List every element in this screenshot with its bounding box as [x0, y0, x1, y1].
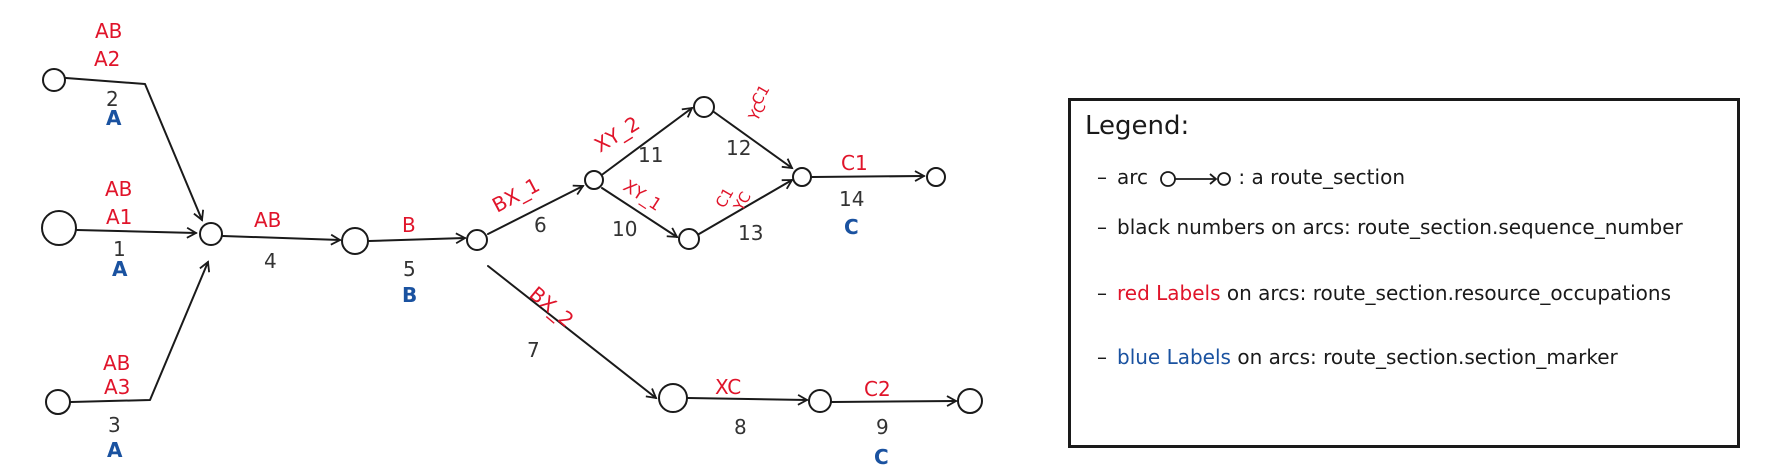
legend-black-text: black numbers on arcs: route_section.seq…	[1117, 215, 1683, 239]
arc-14	[811, 170, 926, 182]
arc-1	[76, 226, 198, 239]
arc-2-marker: A	[106, 106, 122, 130]
arc-1-occupation-2: A1	[106, 205, 132, 229]
graph-node	[41, 210, 77, 246]
arc-8-occupation: XC	[715, 375, 741, 399]
legend-arc-suffix: : a route_section	[1238, 165, 1405, 189]
graph-node	[45, 389, 71, 415]
arc-1-sequence-number: 1	[113, 237, 126, 261]
legend-dash: –	[1097, 345, 1107, 369]
legend-title: Legend:	[1085, 111, 1190, 141]
arc-5	[368, 232, 467, 245]
legend-row-arc: –arc : a route_section	[1097, 165, 1405, 189]
legend-dash: –	[1097, 165, 1107, 189]
arc-10	[601, 187, 679, 239]
arc-2	[65, 77, 205, 222]
arc-6	[487, 184, 585, 235]
legend-arc-prefix: arc	[1117, 165, 1149, 189]
arc-2-occupation-1: AB	[95, 19, 122, 43]
arc-9-sequence-number: 9	[876, 415, 889, 439]
arc-7-occupation: BX_2	[525, 281, 579, 332]
legend-red-label: red Labels	[1117, 281, 1221, 305]
graph-node	[792, 167, 812, 187]
legend-red-rest: on arcs: route_section.resource_occupati…	[1220, 281, 1672, 305]
arc-3-occupation-1: AB	[103, 351, 130, 375]
arc-2-sequence-number: 2	[106, 87, 119, 111]
arc-8-sequence-number: 8	[734, 415, 747, 439]
legend-row-black: –black numbers on arcs: route_section.se…	[1097, 215, 1683, 239]
arc-11	[602, 106, 694, 175]
graph-node	[584, 170, 604, 190]
arc-4-sequence-number: 4	[264, 249, 277, 273]
arc-12	[713, 111, 794, 170]
graph-node	[199, 222, 223, 246]
graph-node	[926, 167, 946, 187]
arc-2-occupation-2: A2	[94, 47, 120, 71]
graph-node	[42, 68, 66, 92]
arc-13-sequence-number: 13	[738, 221, 763, 245]
graph-node	[341, 227, 369, 255]
arc-1-marker: A	[112, 257, 128, 281]
arc-6-sequence-number: 6	[534, 213, 547, 237]
arc-3-occupation-2: A3	[104, 375, 130, 399]
arc-10-occupation: XY_1	[619, 176, 665, 215]
legend-dash: –	[1097, 215, 1107, 239]
arc-9	[831, 395, 958, 407]
graph-node	[658, 383, 688, 413]
legend-blue-rest: on arcs: route_section.section_marker	[1230, 345, 1618, 369]
arc-8	[687, 394, 809, 406]
arc-9-occupation: C2	[864, 377, 891, 401]
arc-14-sequence-number: 14	[839, 187, 864, 211]
arc-5-sequence-number: 5	[403, 257, 416, 281]
arc-5-marker: B	[402, 283, 417, 307]
graph-node	[808, 389, 832, 413]
graph-node	[466, 229, 488, 251]
arc-11-sequence-number: 11	[638, 143, 663, 167]
legend-row-blue: –blue Labels on arcs: route_section.sect…	[1097, 345, 1618, 369]
arc-12-sequence-number: 12	[726, 136, 751, 160]
arc-10-sequence-number: 10	[612, 217, 637, 241]
arc-3-sequence-number: 3	[108, 413, 121, 437]
graph-node	[957, 388, 983, 414]
arc-9-marker: C	[874, 445, 889, 469]
legend-dash: –	[1097, 281, 1107, 305]
arc-4-occupation: AB	[254, 208, 281, 232]
arc-4	[222, 233, 342, 246]
legend-row-red: –red Labels on arcs: route_section.resou…	[1097, 281, 1671, 305]
arc-13	[698, 179, 794, 235]
arc-14-occupation: C1	[841, 151, 868, 175]
legend-blue-label: blue Labels	[1117, 345, 1231, 369]
arc-7	[487, 265, 658, 400]
arc-glyph-icon	[1160, 170, 1232, 187]
arc-7-sequence-number: 7	[527, 338, 540, 362]
arc-3	[70, 260, 211, 403]
legend-box: Legend: –arc : a route_section –black nu…	[1068, 98, 1740, 448]
arc-3-marker: A	[107, 438, 123, 462]
graph-node	[693, 96, 715, 118]
arc-14-marker: C	[844, 215, 859, 239]
arc-1-occupation-1: AB	[105, 177, 132, 201]
graph-node	[678, 228, 700, 250]
arc-5-occupation: B	[402, 213, 416, 237]
